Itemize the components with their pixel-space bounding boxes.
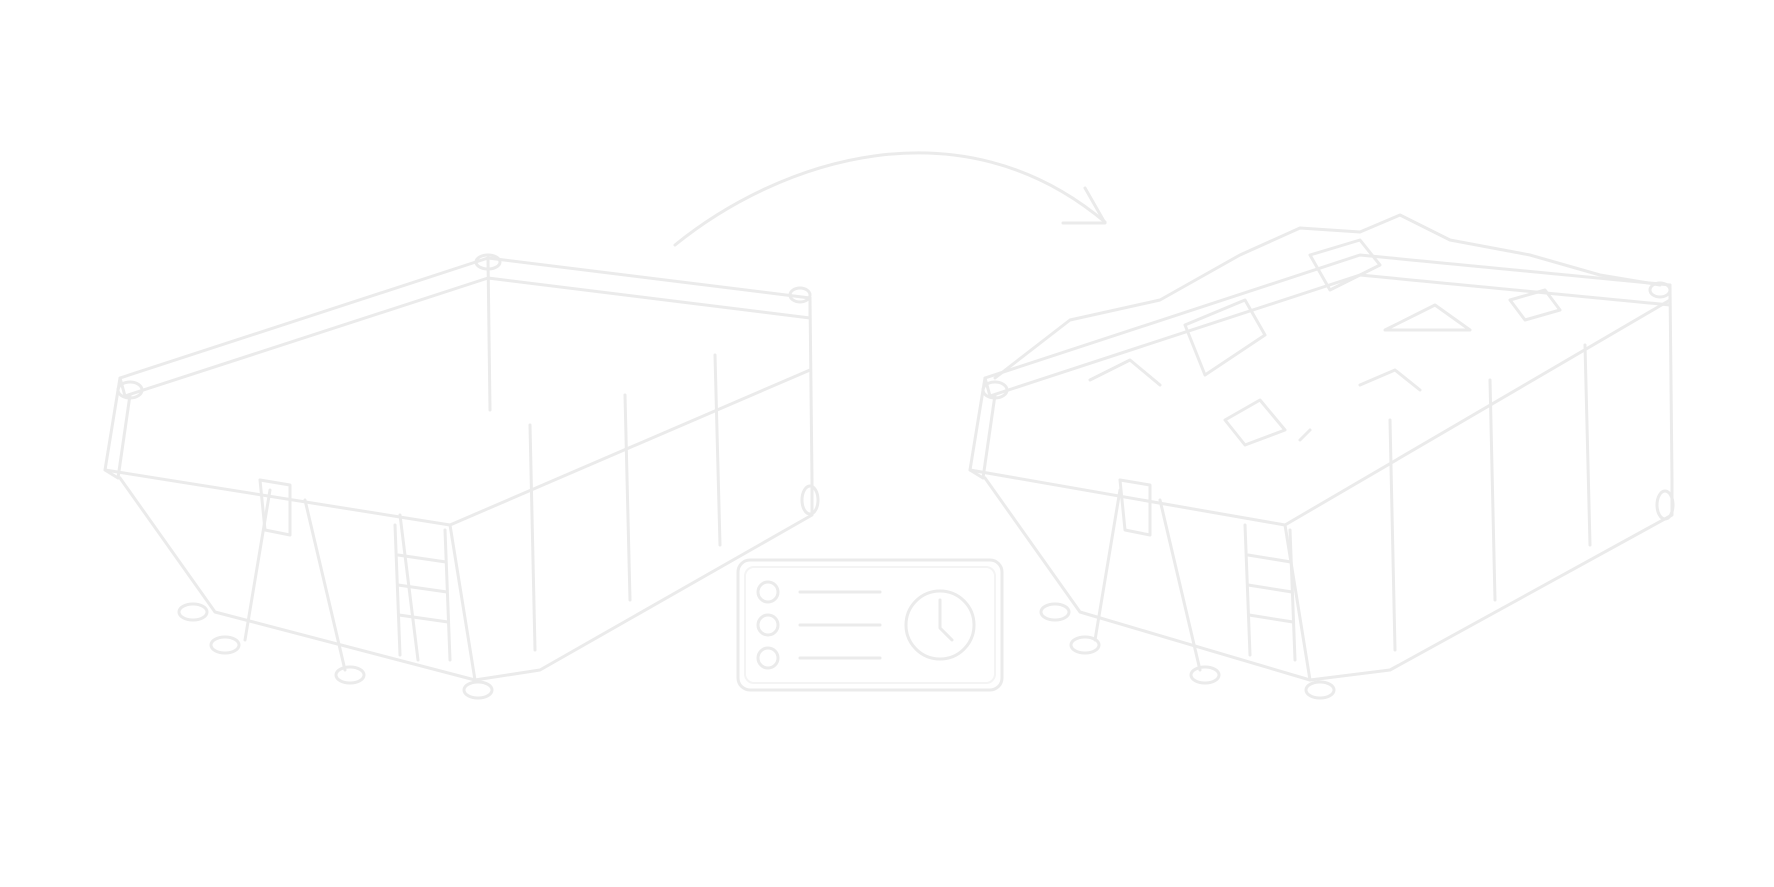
container-ladder bbox=[393, 523, 452, 662]
status-dot-icon bbox=[756, 580, 780, 604]
container-corners bbox=[981, 281, 1672, 400]
container-ladder bbox=[1243, 523, 1297, 662]
container-corners bbox=[116, 253, 812, 400]
container-load bbox=[993, 213, 1662, 447]
clock-icon bbox=[904, 589, 976, 661]
panel-row-1 bbox=[756, 580, 882, 604]
container-rollers bbox=[1039, 489, 1675, 700]
panel-row-3 bbox=[756, 646, 882, 670]
panel-row-2 bbox=[756, 613, 882, 637]
empty-container bbox=[103, 253, 820, 700]
status-panel bbox=[736, 558, 1004, 692]
filled-container bbox=[968, 213, 1675, 700]
container-front-wall bbox=[983, 343, 1674, 682]
status-dot-icon bbox=[756, 613, 780, 637]
transition-arrow bbox=[673, 151, 1107, 247]
container-rollers bbox=[177, 484, 820, 700]
container-rim bbox=[103, 256, 814, 527]
container-rim bbox=[968, 253, 1674, 527]
status-dot-icon bbox=[756, 646, 780, 670]
